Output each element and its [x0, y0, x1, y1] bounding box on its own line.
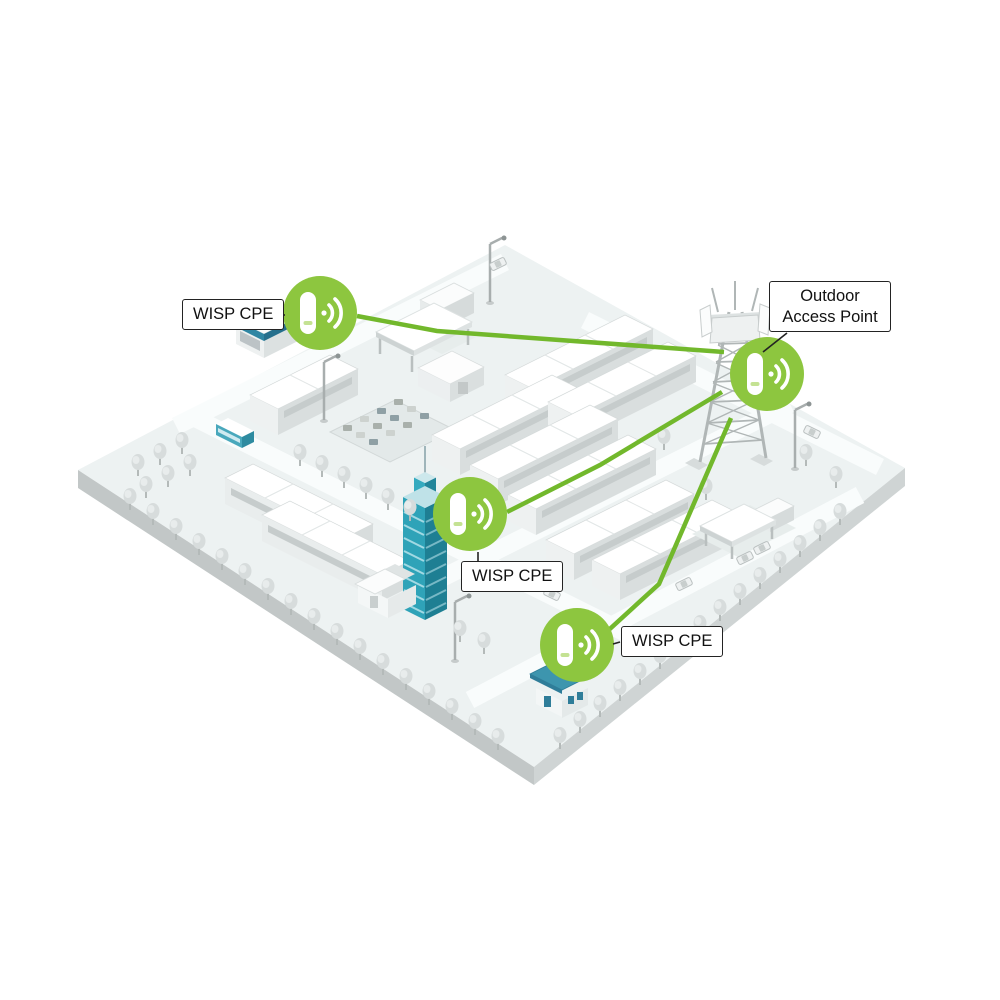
cpe-badge-2 [431, 475, 509, 553]
label-wisp-cpe-center: WISP CPE [461, 561, 564, 592]
warehouse-building [417, 350, 485, 402]
cpe-badge-3 [538, 606, 616, 684]
cpe-badge-1 [281, 274, 359, 352]
wireless-links [356, 313, 734, 639]
label-wisp-cpe-bottom: WISP CPE [621, 626, 724, 657]
label-wisp-cpe-top-left: WISP CPE [182, 299, 285, 330]
white-hall-building [354, 564, 416, 618]
label-outdoor-access-point: Outdoor Access Point [769, 281, 891, 333]
housing-rows [224, 314, 697, 602]
parking-lot [328, 399, 457, 463]
gas-station-bottom [692, 497, 796, 559]
